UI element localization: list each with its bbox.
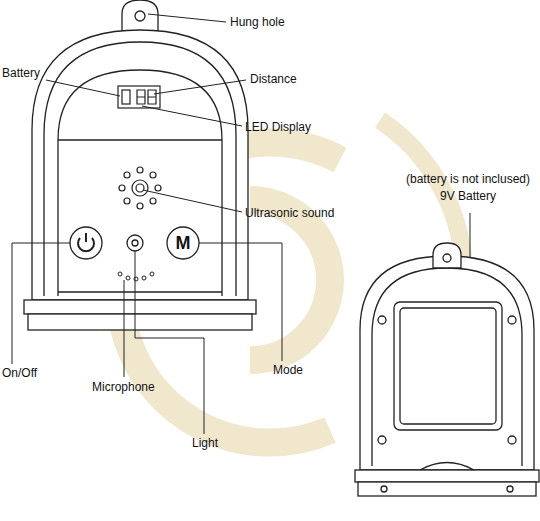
part-label: 9V Battery	[440, 189, 496, 203]
part-label: Light	[192, 436, 218, 450]
part-label: LED Display	[245, 120, 311, 134]
back-housing	[355, 243, 539, 496]
part-label: Hung hole	[230, 15, 285, 29]
led-display	[118, 86, 160, 108]
front-housing	[24, 0, 256, 330]
note-label: (battery is not inclused)	[406, 172, 530, 186]
part-label: Battery	[2, 66, 40, 80]
microphone-holes	[118, 272, 154, 281]
ultrasonic-speaker	[119, 167, 161, 209]
part-label: On/Off	[2, 366, 37, 380]
part-label: Ultrasonic sound	[245, 206, 334, 220]
part-label: Distance	[250, 72, 297, 86]
part-label: Mode	[273, 363, 303, 377]
button-symbol: M	[176, 236, 191, 250]
part-label: Microphone	[92, 380, 155, 394]
